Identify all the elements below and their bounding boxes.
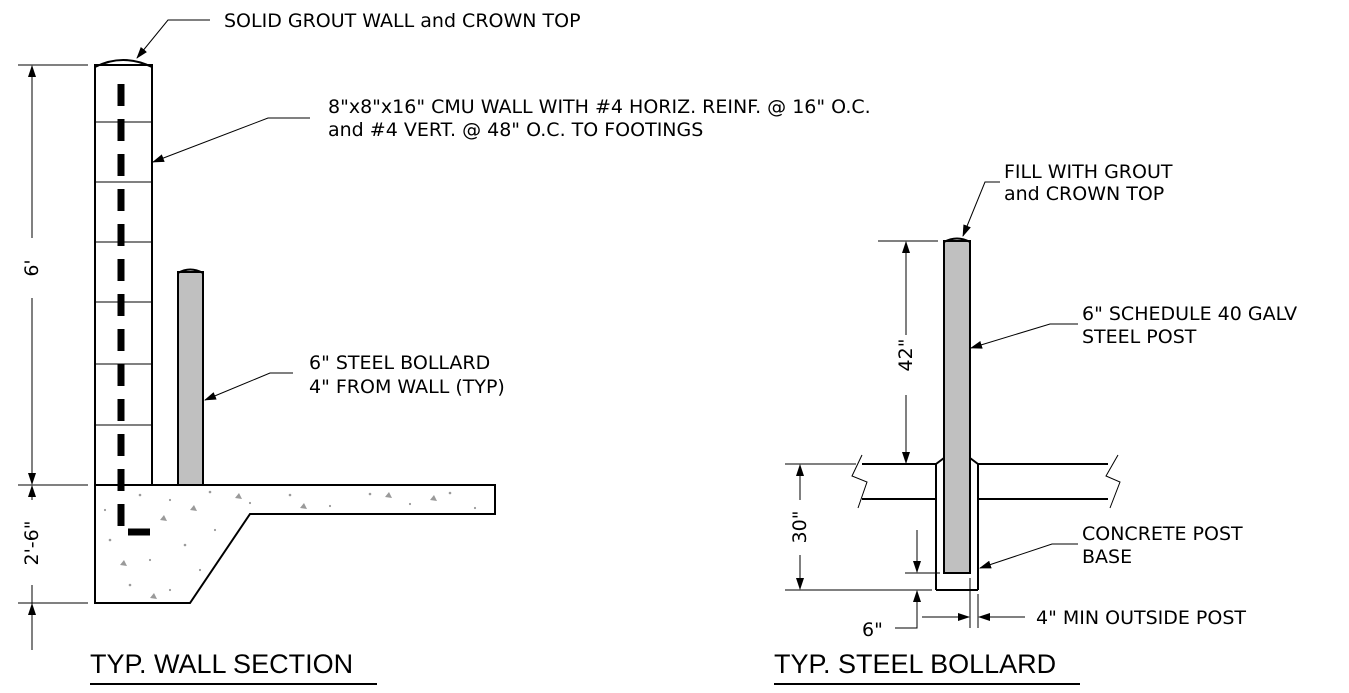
footing-depth-dimension: 2'-6" [18, 485, 88, 650]
cmu-note-line1: 8"x8"x16" CMU WALL WITH #4 HORIZ. REINF.… [328, 96, 871, 118]
concrete-post-base [935, 457, 979, 591]
min-outside-label: 4" MIN OUTSIDE POST [1036, 607, 1246, 629]
post-note-line1: 6" SCHEDULE 40 GALV [1082, 303, 1297, 325]
footing-depth-label: 2'-6" [21, 521, 43, 566]
wall-leaders [136, 19, 310, 401]
steel-bollard-detail: 42" 30" 6" 4" MIN OUTSIDE POST [774, 161, 1297, 685]
steel-post [943, 237, 971, 574]
base-note-line1: CONCRETE POST [1082, 523, 1243, 545]
concrete-speckle [103, 490, 477, 599]
post-height-dimension: 42" [878, 240, 938, 464]
grout-note: SOLID GROUT WALL and CROWN TOP [224, 10, 581, 32]
wall-section-title: TYP. WALL SECTION [90, 649, 353, 679]
slab [851, 454, 1121, 509]
bollard-note-line2: 4" FROM WALL (TYP) [309, 376, 505, 398]
wall-section-detail: 6' 2'-6" SOLID GROUT WALL and CROWN TOP … [18, 10, 871, 685]
wall-footing [94, 484, 496, 604]
cmu-note-line2: and #4 VERT. @ 48" O.C. TO FOOTINGS [328, 119, 703, 141]
fill-grout-line2: and CROWN TOP [1004, 183, 1164, 205]
post-height-label: 42" [895, 339, 917, 372]
embed-depth-dimension: 30" [785, 463, 932, 591]
base-below-dimension: 6" [862, 530, 940, 641]
wall-bollard [177, 268, 204, 486]
vertical-rebar [117, 84, 162, 536]
embed-depth-label: 30" [789, 511, 811, 544]
base-note-line2: BASE [1082, 546, 1132, 568]
base-below-label: 6" [862, 619, 883, 641]
bollard-note-line1: 6" STEEL BOLLARD [309, 352, 490, 374]
fill-grout-line1: FILL WITH GROUT [1004, 161, 1173, 183]
min-outside-dimension: 4" MIN OUTSIDE POST [922, 578, 1246, 629]
bollard-leaders [962, 181, 1078, 569]
post-note-line2: STEEL POST [1082, 326, 1197, 348]
steel-bollard-title: TYP. STEEL BOLLARD [774, 649, 1056, 679]
wall-height-dimension: 6' [18, 64, 88, 486]
wall-height-label: 6' [21, 259, 43, 276]
